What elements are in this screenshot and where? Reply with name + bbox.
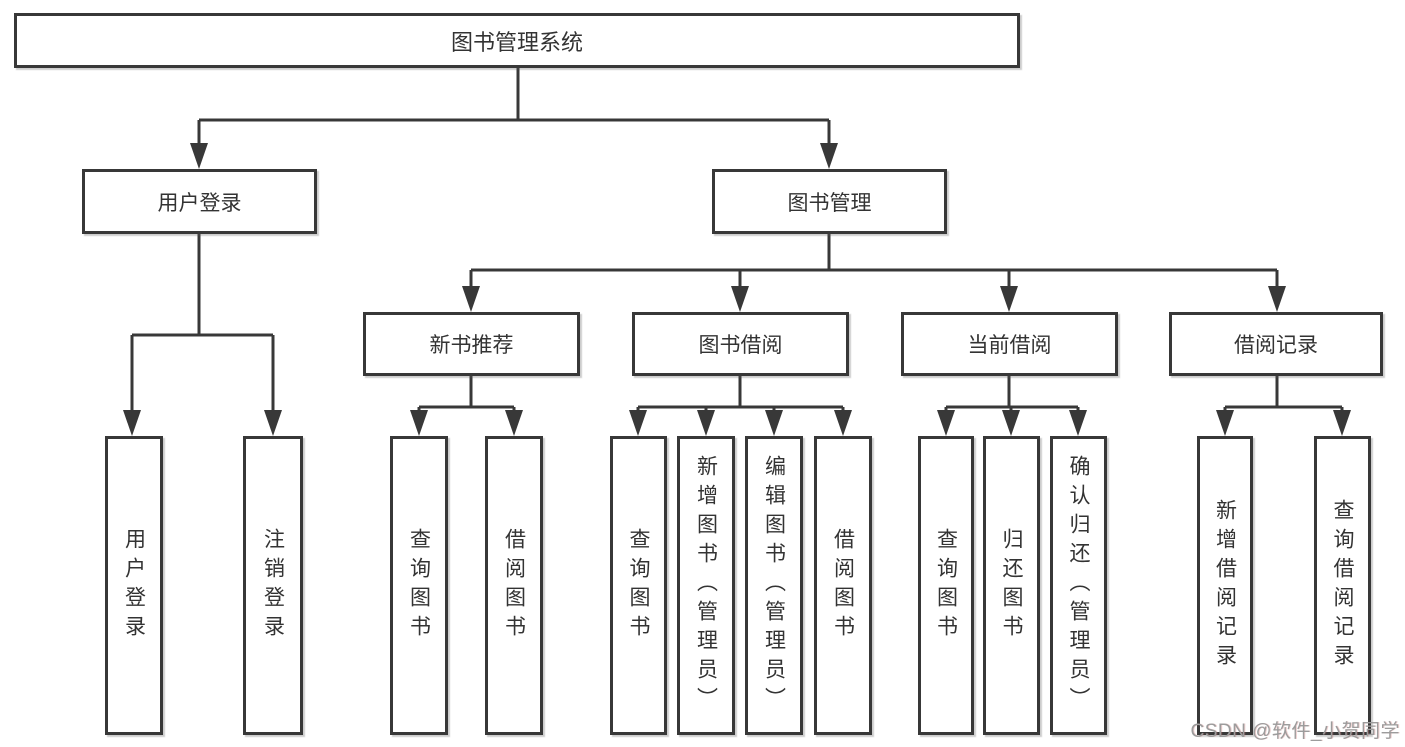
arrowhead-icon: [937, 410, 955, 436]
leaf-edit-book-admin: 编辑图书（管理员）: [745, 436, 803, 735]
arrowhead-icon: [1000, 286, 1018, 312]
arrowhead-icon: [1333, 410, 1351, 436]
arrowhead-icon: [410, 410, 428, 436]
leaf-query-books-borrowing: 查询图书: [610, 436, 667, 735]
leaf-borrow-books-borrowing: 借阅图书: [814, 436, 872, 735]
arrowhead-icon: [123, 410, 141, 436]
arrowhead-icon: [697, 410, 715, 436]
arrowhead-icon: [190, 143, 208, 169]
leaf-query-books-current: 查询图书: [918, 436, 974, 735]
node-current-borrowing: 当前借阅: [901, 312, 1118, 376]
arrowhead-icon: [731, 286, 749, 312]
arrowhead-icon: [264, 410, 282, 436]
arrowhead-icon: [765, 410, 783, 436]
arrowhead-icon: [1216, 410, 1234, 436]
arrowhead-icon: [1002, 410, 1020, 436]
leaf-add-book-admin: 新增图书（管理员）: [677, 436, 735, 735]
node-borrowing-records: 借阅记录: [1169, 312, 1383, 376]
arrowhead-icon: [629, 410, 647, 436]
arrowhead-icon: [1069, 410, 1087, 436]
arrowhead-icon: [820, 143, 838, 169]
leaf-confirm-return-admin: 确认归还（管理员）: [1050, 436, 1107, 735]
arrowhead-icon: [834, 410, 852, 436]
arrowhead-icon: [505, 410, 523, 436]
node-new-book-recommendation: 新书推荐: [363, 312, 580, 376]
node-library-management-system: 图书管理系统: [14, 13, 1020, 68]
leaf-query-books-recommend: 查询图书: [390, 436, 448, 735]
csdn-watermark: CSDN @软件_小贺同学: [1190, 721, 1400, 742]
node-book-borrowing: 图书借阅: [632, 312, 849, 376]
leaf-return-book: 归还图书: [983, 436, 1040, 735]
leaf-logout: 注销登录: [243, 436, 303, 735]
arrowhead-icon: [462, 286, 480, 312]
arrowhead-icon: [1268, 286, 1286, 312]
node-user-login: 用户登录: [82, 169, 317, 234]
leaf-query-borrow-record: 查询借阅记录: [1314, 436, 1371, 735]
leaf-borrow-books-recommend: 借阅图书: [485, 436, 543, 735]
leaf-add-borrow-record: 新增借阅记录: [1197, 436, 1253, 735]
node-book-management: 图书管理: [712, 169, 947, 234]
leaf-user-login: 用户登录: [105, 436, 163, 735]
